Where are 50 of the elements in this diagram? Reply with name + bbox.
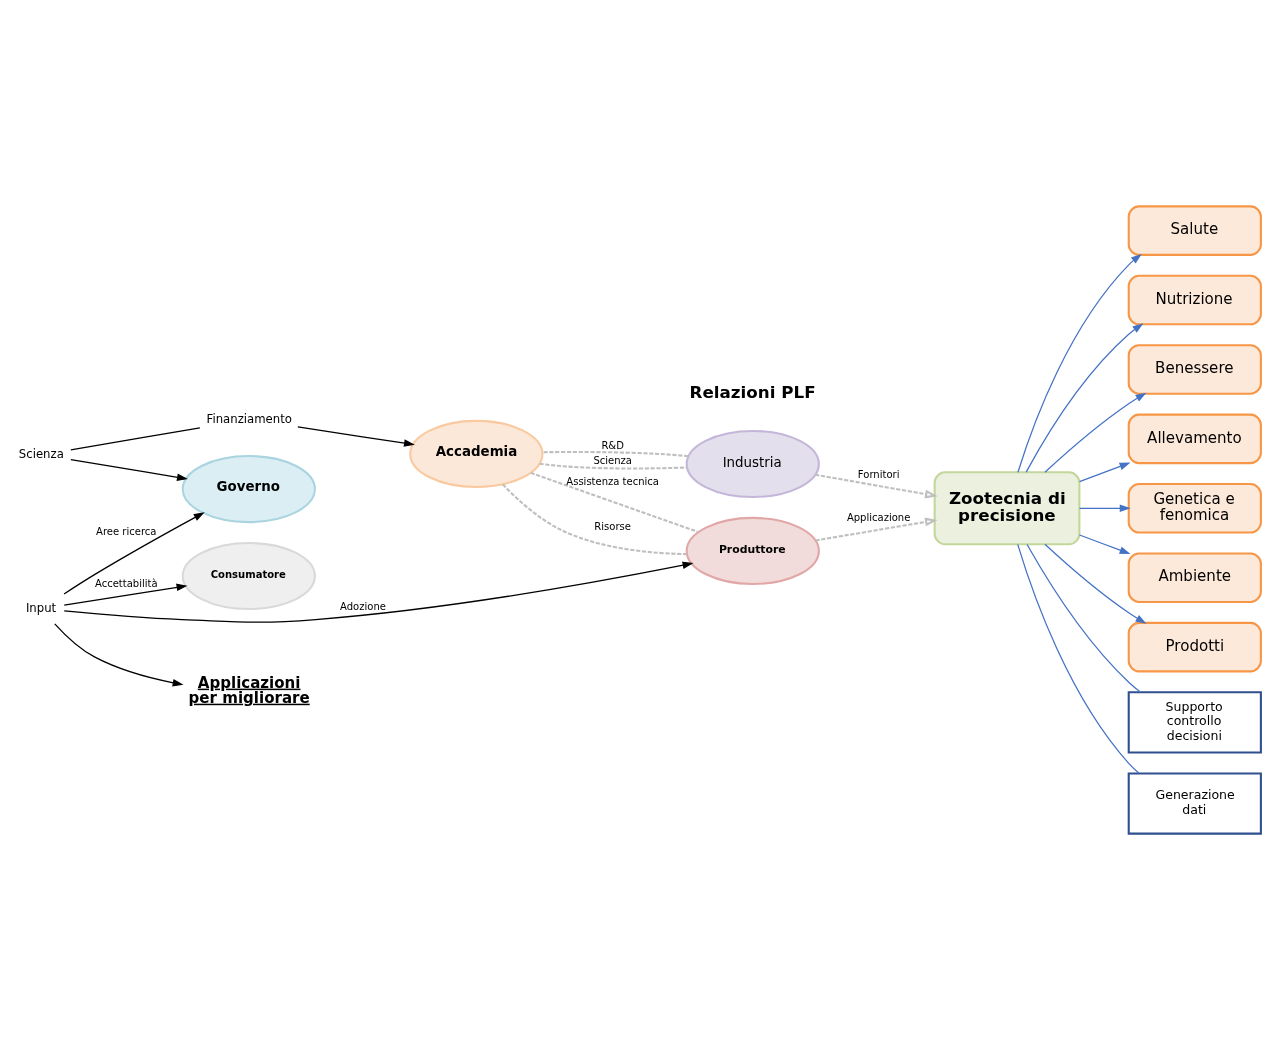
- connector: [542, 450, 689, 457]
- edge-label: Scienza: [593, 454, 632, 466]
- connector: [530, 471, 699, 533]
- node-box: Zootecnia di precisione: [933, 470, 1081, 545]
- arrow: [1078, 503, 1131, 512]
- node-box: Nutrizione: [1127, 274, 1262, 325]
- arrow: [815, 473, 938, 498]
- arrow: [1017, 253, 1142, 473]
- connector: [502, 483, 687, 555]
- edge-label: Adozione: [340, 600, 386, 612]
- node-ellipse: Industria: [685, 429, 820, 498]
- edge-label: Applicazione: [846, 511, 911, 523]
- connector: [539, 462, 687, 470]
- label: Relazioni PLF: [689, 381, 816, 402]
- arrow: [1078, 533, 1131, 554]
- arrow: [63, 511, 205, 595]
- node-box: Benessere: [1127, 343, 1262, 395]
- arrow: [70, 458, 188, 481]
- arrow: [1044, 392, 1147, 473]
- arrow: [1025, 322, 1144, 473]
- arrow: [63, 561, 694, 623]
- node-ellipse: Accademia: [409, 419, 544, 488]
- edge-label: R&D: [601, 439, 624, 451]
- arrow: [815, 517, 938, 541]
- node-box: Prodotti: [1127, 621, 1262, 672]
- edge-label: Risorse: [594, 520, 631, 532]
- arrow: [54, 622, 184, 686]
- node-box: Genetica e fenomica: [1127, 482, 1262, 534]
- connector: [1026, 543, 1142, 693]
- node-box: Supporto controllo decisioni: [1127, 690, 1262, 754]
- arrow: [1044, 543, 1147, 624]
- edge-label: Fornitori: [857, 468, 900, 480]
- node-ellipse: Consumatore: [181, 541, 316, 610]
- node-text: Applicazioni per migliorare: [188, 673, 310, 707]
- edge-label: Accettabilità: [94, 577, 158, 589]
- node-text: Scienza: [18, 446, 64, 461]
- arrow: [63, 583, 188, 606]
- node-box: Ambiente: [1127, 551, 1262, 603]
- connector: [70, 426, 201, 450]
- arrow: [1078, 462, 1131, 482]
- node-box: Allevamento: [1127, 413, 1262, 464]
- node-box: Salute: [1127, 204, 1262, 256]
- node-box: Generazione dati: [1127, 771, 1262, 835]
- edge-label: Aree ricerca: [96, 525, 157, 537]
- node-text: Input: [25, 600, 57, 615]
- node-ellipse: Produttore: [685, 516, 820, 585]
- connector: [1017, 543, 1140, 774]
- edge-label: Assistenza tecnica: [566, 475, 660, 487]
- node-text: Finanziamento: [206, 411, 292, 426]
- arrow: [297, 425, 415, 447]
